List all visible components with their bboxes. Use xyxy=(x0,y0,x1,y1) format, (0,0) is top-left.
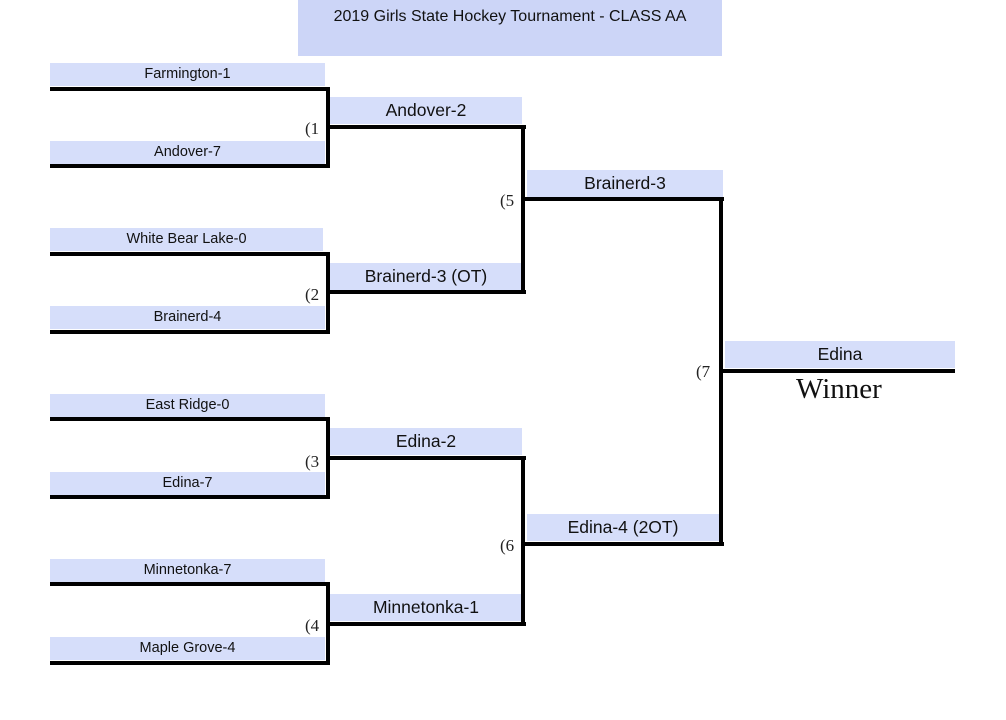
bracket-line xyxy=(50,661,330,665)
game-number: (6 xyxy=(500,536,515,555)
bracket-line xyxy=(50,582,330,586)
bracket-line xyxy=(50,495,330,499)
bracket-line xyxy=(521,456,525,626)
winner-label: Winner xyxy=(796,373,882,405)
bracket-line xyxy=(326,417,330,499)
game-number: (2 xyxy=(305,285,320,304)
game-number: (7 xyxy=(696,362,711,381)
round1-team: Maple Grove-4 xyxy=(50,637,325,660)
bracket-line xyxy=(50,330,330,334)
bracket-line xyxy=(50,417,330,421)
round2-team: Minnetonka-1 xyxy=(330,594,522,621)
round1-team: Brainerd-4 xyxy=(50,306,325,329)
bracket-line xyxy=(719,197,723,546)
round2-team: Edina-2 xyxy=(330,428,522,455)
round2-team: Andover-2 xyxy=(330,97,522,124)
bracket-line xyxy=(50,87,330,91)
bracket-line xyxy=(50,252,330,256)
bracket-line xyxy=(521,125,525,294)
game-number: (1 xyxy=(305,119,320,138)
bracket-line xyxy=(525,197,724,201)
round3-team: Edina-4 (2OT) xyxy=(527,514,719,541)
bracket-line xyxy=(330,456,526,460)
bracket-line xyxy=(50,164,330,168)
round1-team: Edina-7 xyxy=(50,472,325,495)
bracket-line xyxy=(723,369,955,373)
round1-team: Farmington-1 xyxy=(50,63,325,86)
tournament-title: 2019 Girls State Hockey Tournament - CLA… xyxy=(298,0,722,56)
bracket-line xyxy=(330,290,526,294)
round1-team: Minnetonka-7 xyxy=(50,559,325,582)
game-number: (4 xyxy=(305,616,320,635)
round3-team: Brainerd-3 xyxy=(527,170,723,197)
bracket-line xyxy=(330,622,526,626)
bracket-line xyxy=(326,252,330,334)
bracket-line xyxy=(330,125,526,129)
round1-team: Andover-7 xyxy=(50,141,325,164)
game-number: (3 xyxy=(305,452,320,471)
round1-team: East Ridge-0 xyxy=(50,394,325,417)
bracket-line xyxy=(326,87,330,168)
game-number: (5 xyxy=(500,191,515,210)
round1-team: White Bear Lake-0 xyxy=(50,228,323,251)
bracket-line xyxy=(525,542,724,546)
bracket-line xyxy=(326,582,330,665)
round2-team: Brainerd-3 (OT) xyxy=(330,263,522,290)
champion: Edina xyxy=(725,341,955,368)
